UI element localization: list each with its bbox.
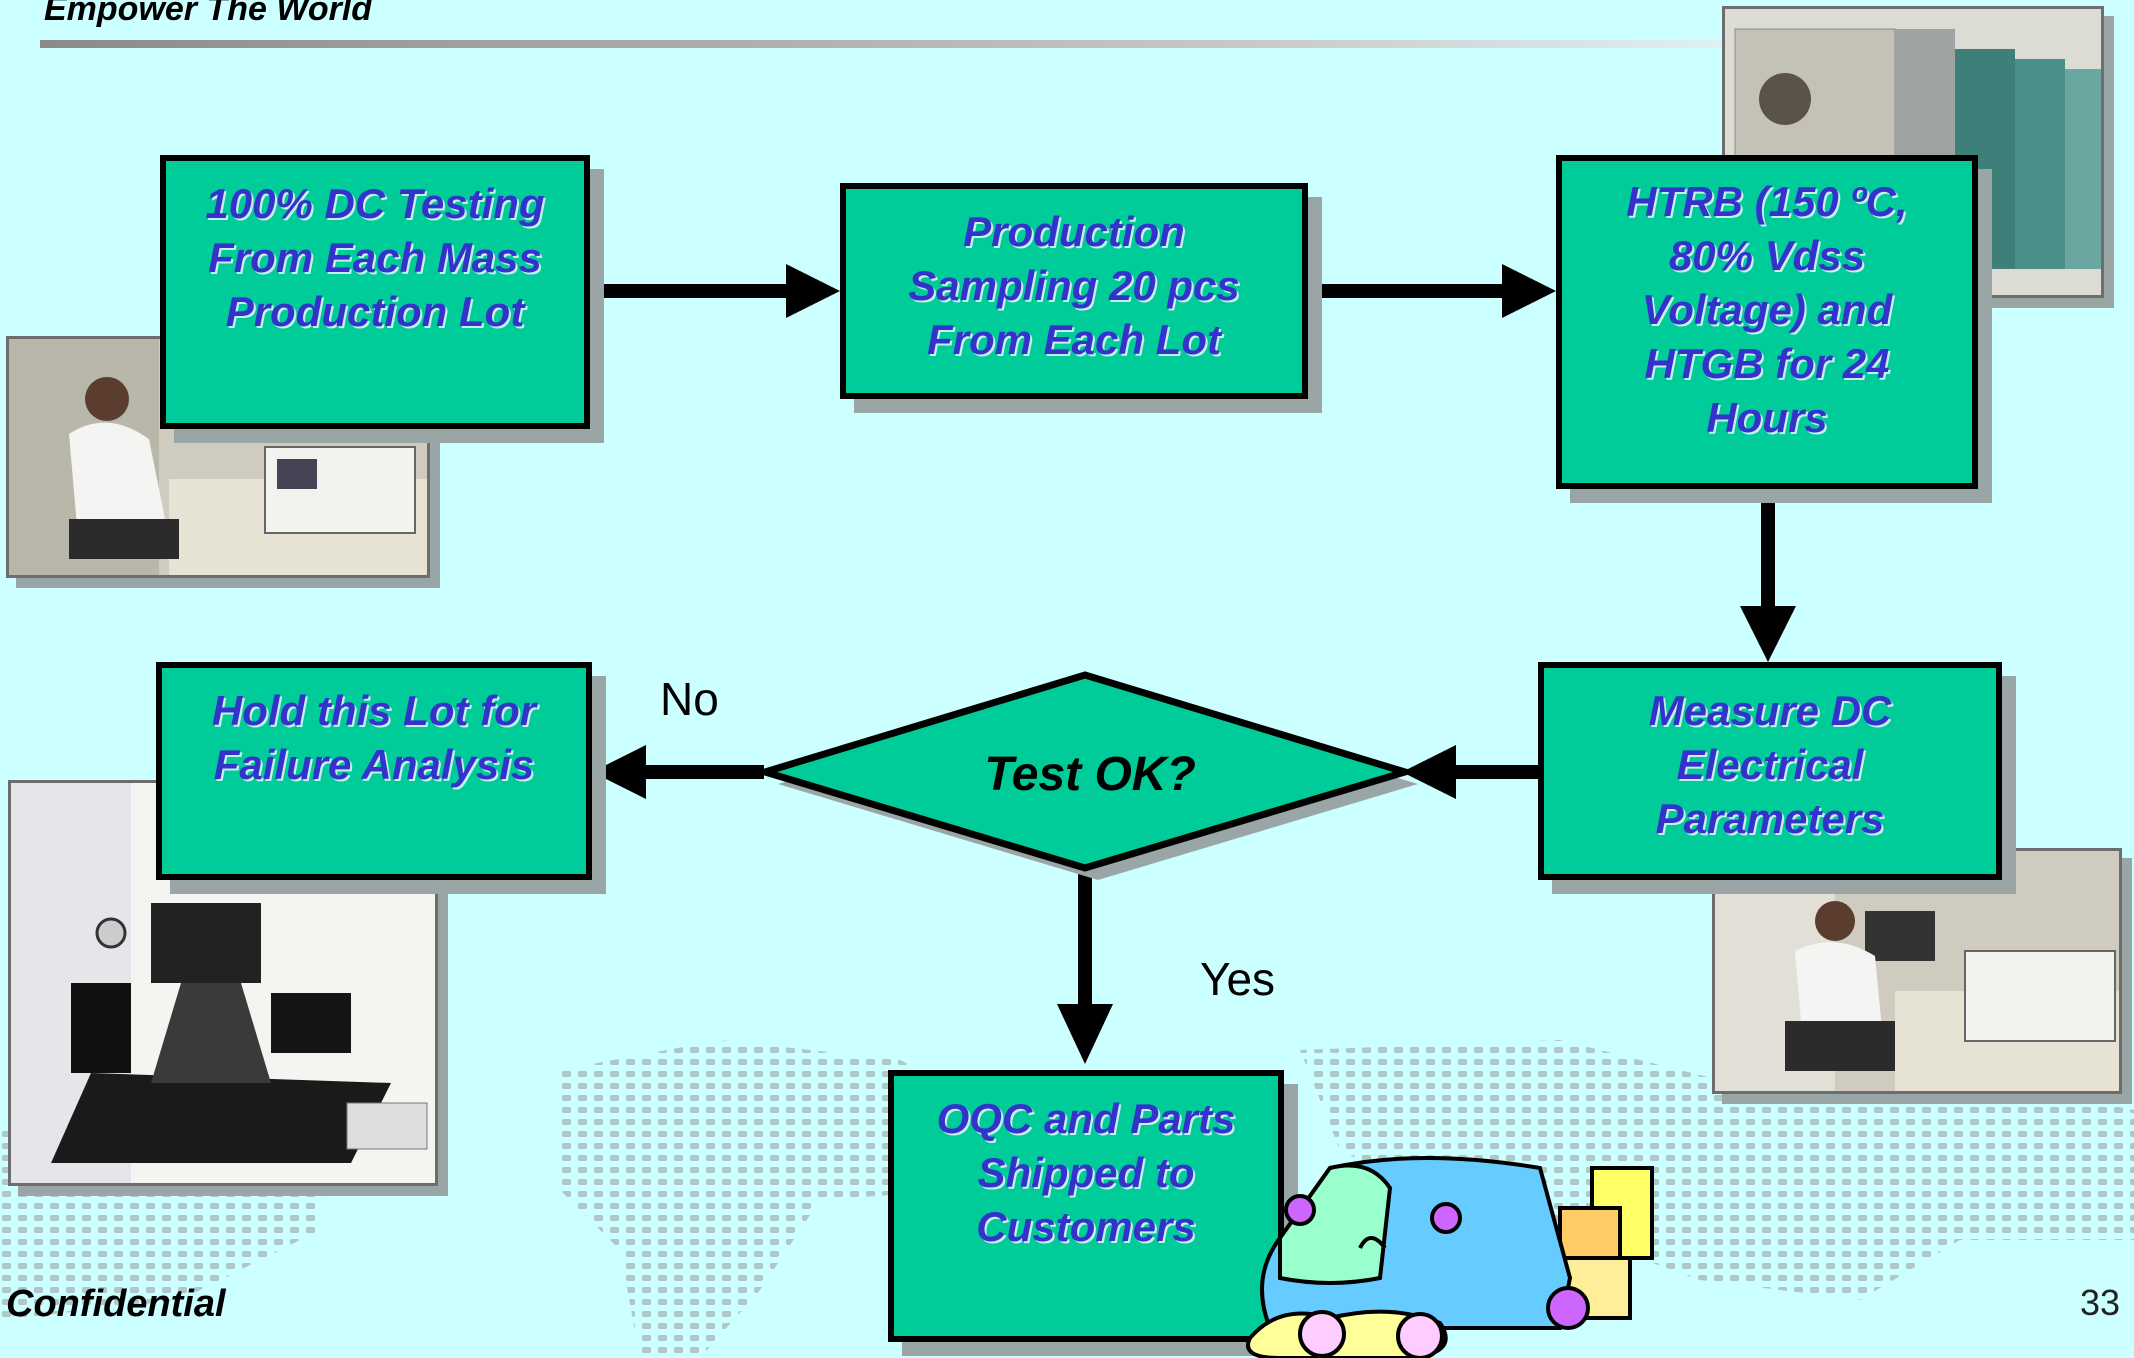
header-rule (40, 40, 1760, 48)
tagline: Empower The World (44, 0, 373, 28)
box-oqc: OQC and Parts Shipped to Customers (888, 1070, 1284, 1342)
decision-label: Test OK? (984, 748, 1196, 801)
box-dc-testing: 100% DC Testing From Each Mass Productio… (160, 155, 590, 429)
box-measure-text: Measure DC Electrical Parameters (1648, 687, 1892, 842)
box-hold: Hold this Lot for Failure Analysis (156, 662, 592, 880)
label-no: No (660, 673, 719, 725)
box-htrb-text: HTRB (150 ºC, 80% Vdss Voltage) and HTGB… (1626, 178, 1908, 441)
label-yes: Yes (1200, 953, 1276, 1005)
box-hold-text: Hold this Lot for Failure Analysis (211, 687, 537, 788)
box-sampling: Production Sampling 20 pcs From Each Lot (840, 183, 1308, 399)
box-measure: Measure DC Electrical Parameters (1538, 662, 2002, 880)
box-htrb: HTRB (150 ºC, 80% Vdss Voltage) and HTGB… (1556, 155, 1978, 489)
confidential-label: Confidential (6, 1283, 226, 1325)
page-number: 33 (2080, 1282, 2121, 1323)
delivery-van-clipart (1246, 1156, 1654, 1358)
box-sampling-text: Production Sampling 20 pcs From Each Lot (908, 208, 1240, 363)
box-oqc-text: OQC and Parts Shipped to Customers (936, 1095, 1236, 1250)
box-dc-testing-text: 100% DC Testing From Each Mass Productio… (205, 180, 545, 335)
